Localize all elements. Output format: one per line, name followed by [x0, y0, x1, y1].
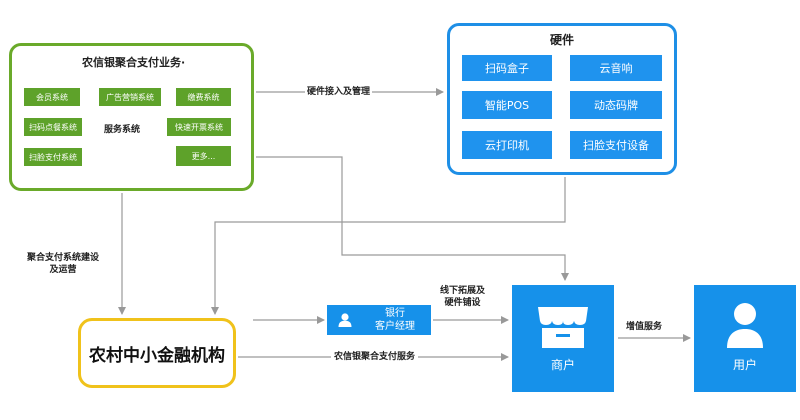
bank-manager-box[interactable]: 银行 客户经理	[327, 305, 431, 335]
merchant-tile[interactable]: 商户	[512, 285, 614, 392]
hardware-title: 硬件	[549, 33, 574, 47]
label-service: 农信银聚合支付服务	[331, 351, 419, 363]
hw-smart-pos[interactable]: 智能POS	[462, 91, 552, 119]
user-tile[interactable]: 用户	[694, 285, 796, 392]
user-icon	[727, 303, 763, 348]
institution-label: 农村中小金融机构	[89, 345, 225, 366]
label-build-ops-2: 及运营	[49, 265, 77, 275]
hw-dynamic-code[interactable]: 动态码牌	[570, 91, 662, 119]
rural-finance-institution[interactable]: 农村中小金融机构	[78, 318, 236, 388]
person-icon	[338, 313, 352, 327]
hardware-box: 硬件 扫码盒子 云音响 智能POS 动态码牌 云打印机 扫脸支付设备	[447, 23, 677, 175]
system-face-pay[interactable]: 扫脸支付系统	[24, 148, 82, 166]
hw-cloud-printer[interactable]: 云打印机	[462, 131, 552, 159]
system-ad-marketing[interactable]: 广告营销系统	[99, 88, 161, 106]
label-build-ops: 聚合支付系统建设 及运营	[27, 252, 99, 276]
merchant-label: 商户	[550, 358, 575, 372]
hw-face-pay-device[interactable]: 扫脸支付设备	[570, 131, 662, 159]
manager-line-2: 客户经理	[375, 321, 415, 332]
system-payment-fee[interactable]: 缴费系统	[176, 88, 231, 106]
label-offline-2: 硬件铺设	[444, 298, 481, 308]
service-system-label: 服务系统	[104, 125, 141, 135]
business-title: 农信银聚合支付业务·	[82, 56, 186, 69]
label-build-ops-1: 聚合支付系统建设	[27, 253, 100, 263]
hw-scan-box[interactable]: 扫码盒子	[462, 55, 552, 81]
system-scan-order[interactable]: 扫码点餐系统	[24, 118, 82, 136]
system-member[interactable]: 会员系统	[24, 88, 80, 106]
edge-business-merchant	[256, 156, 569, 281]
user-label: 用户	[732, 358, 757, 372]
system-fast-invoice[interactable]: 快速开票系统	[167, 118, 231, 136]
label-offline: 线下拓展及 硬件铺设	[440, 285, 485, 309]
bank-manager-label: 银行 客户经理	[363, 307, 427, 333]
hw-cloud-speaker[interactable]: 云音响	[570, 55, 662, 81]
label-value-added: 增值服务	[626, 322, 663, 332]
system-more[interactable]: 更多...	[176, 146, 231, 166]
label-hardware-access: 硬件接入及管理	[305, 86, 373, 98]
business-box: 农信银聚合支付业务· 会员系统 广告营销系统 缴费系统 扫码点餐系统 服务系统 …	[9, 43, 254, 191]
edge-hardware-institution	[211, 177, 566, 315]
label-offline-1: 线下拓展及	[440, 286, 486, 296]
manager-line-1: 银行	[385, 308, 405, 319]
store-icon	[538, 307, 588, 348]
